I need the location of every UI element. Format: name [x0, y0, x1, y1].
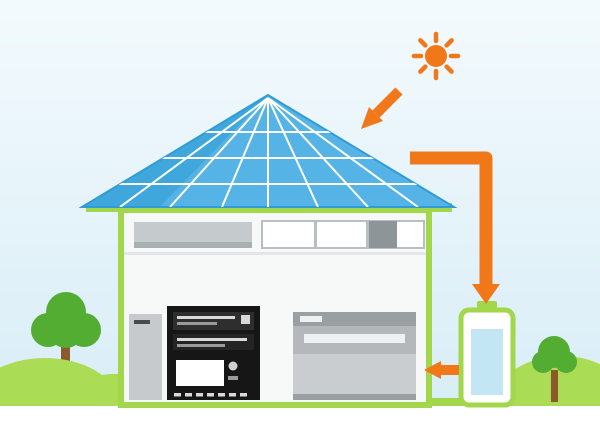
stack-button — [240, 393, 247, 397]
house — [118, 207, 432, 408]
stack-button — [207, 393, 214, 397]
stack-button — [218, 393, 225, 397]
display-line — [177, 338, 247, 341]
sunlight-arrow-head — [361, 107, 383, 129]
display-line — [177, 344, 225, 347]
microwave-window — [176, 360, 224, 386]
microwave-knob — [228, 361, 238, 371]
window-pane-dark — [369, 221, 397, 248]
right-tree — [532, 336, 577, 402]
sun-rays — [411, 31, 461, 81]
roof-to-battery-arrow — [410, 151, 500, 304]
window-divider — [314, 221, 317, 248]
display-panel-mid — [173, 334, 254, 350]
sun-core — [425, 45, 447, 67]
right-tree-foliage — [555, 351, 577, 373]
window-frame — [261, 220, 425, 249]
dishwasher-handle-slot — [304, 334, 405, 343]
roof-to-battery-arrow-head — [472, 284, 500, 304]
dishwasher-control-display — [300, 316, 322, 322]
range-hood — [134, 222, 252, 244]
sunlight-arrow — [361, 87, 403, 129]
right-tree-trunk — [551, 370, 558, 402]
display-line — [177, 322, 217, 325]
stack-button — [229, 393, 236, 397]
display-line — [177, 316, 235, 319]
sunlight-arrow-shaft — [372, 87, 403, 118]
refrigerator-handle — [134, 320, 150, 324]
left-tree — [31, 292, 101, 400]
solar-panel-roof — [78, 93, 458, 212]
range-hood-shadow — [134, 242, 252, 248]
battery-liquid — [471, 329, 503, 395]
microwave-button — [228, 376, 238, 380]
dishwasher-base — [293, 394, 416, 400]
dishwasher-control-strip — [293, 312, 416, 326]
dishwasher-front-panel — [293, 354, 416, 394]
display-button — [241, 315, 250, 324]
roof-to-battery-arrow-shaft — [410, 151, 493, 286]
refrigerator — [129, 314, 162, 400]
window-divider — [366, 221, 369, 248]
roof-side-facet — [82, 95, 268, 207]
battery-to-house-arrow — [424, 361, 459, 379]
upper-floor-windows — [124, 220, 426, 255]
sun-icon — [411, 31, 461, 81]
solar-panel-grid — [84, 97, 452, 207]
battery-to-house-arrow-head — [424, 361, 441, 379]
stack-button — [174, 393, 181, 397]
stack-button — [196, 393, 203, 397]
foreground-strip — [0, 406, 600, 429]
stack-button — [185, 393, 192, 397]
left-tree-foliage — [48, 312, 84, 348]
storage-battery — [458, 301, 516, 408]
dishwasher — [293, 312, 416, 400]
floor-divider — [124, 252, 426, 255]
appliance-stack — [167, 306, 260, 400]
refrigerator-body — [129, 314, 162, 400]
right-tree-foliage — [532, 351, 554, 373]
